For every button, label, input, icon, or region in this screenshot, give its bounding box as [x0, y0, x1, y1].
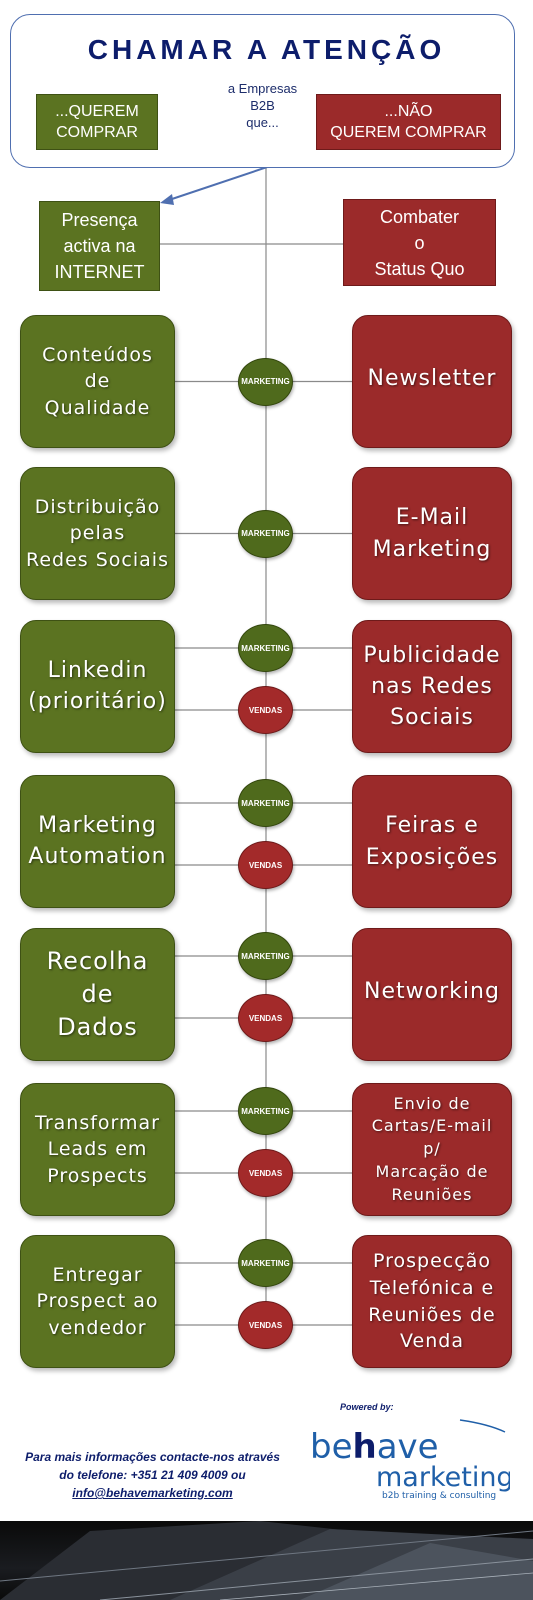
red-card: Networking	[352, 928, 512, 1061]
vendas-badge: VENDAS	[238, 841, 293, 889]
red-card: Newsletter	[352, 315, 512, 448]
card-line: Feiras e	[385, 813, 479, 839]
behave-marketing-logo: behave marketing b2b training & consulti…	[310, 1419, 510, 1501]
card-line: Exposições	[365, 844, 499, 870]
card-line: Envio de	[393, 1093, 471, 1113]
vendas-badge: VENDAS	[238, 1301, 293, 1349]
card-line: Newsletter	[367, 365, 497, 391]
svg-text:b2b training & consulting: b2b training & consulting	[382, 1491, 496, 1501]
page-title: CHAMAR A ATENÇÃO	[87, 34, 446, 65]
header-subtitle: a Empresas B2B que...	[227, 81, 298, 130]
card-line: Reuniões	[391, 1184, 473, 1204]
card-line: E-Mail	[395, 505, 469, 531]
card-line: Publicidade	[363, 642, 501, 668]
marketing-badge: MARKETING	[238, 357, 293, 406]
red-card: Envio de Cartas/E-mail p/Marcação de Reuniõ…	[352, 1083, 512, 1216]
vendas-badge: VENDAS	[238, 686, 293, 734]
card-line: Redes Sociais	[26, 548, 169, 571]
card-line: Sociais	[390, 705, 474, 731]
card-line: Networking	[364, 978, 500, 1004]
svg-text:marketing: marketing	[376, 1462, 510, 1493]
marketing-badge: MARKETING	[238, 624, 293, 672]
card-line: Linkedin	[47, 658, 148, 684]
card-line: Qualidade	[44, 396, 151, 419]
card-line: de	[84, 370, 111, 393]
card-line: Recolha	[46, 946, 149, 975]
email-link[interactable]: info@behavemarketing.com	[72, 1486, 233, 1500]
footer-band	[0, 1521, 533, 1600]
card-line: Cartas/E-mail	[371, 1116, 493, 1136]
card-line: (prioritário)	[28, 688, 167, 714]
card-line: p/	[423, 1139, 441, 1159]
card-line: Marketing	[372, 536, 492, 562]
card-line: Marcação de	[375, 1161, 489, 1181]
vendas-badge: VENDAS	[238, 994, 293, 1042]
card-line: Prospecção	[373, 1249, 491, 1272]
card-line: nas Redes	[371, 673, 493, 699]
marketing-badge: MARKETING	[238, 932, 293, 980]
card-line: Marketing	[38, 813, 157, 839]
card-line: Prospects	[47, 1164, 148, 1187]
vendas-badge: VENDAS	[238, 1149, 293, 1197]
marketing-badge: MARKETING	[238, 1087, 293, 1135]
marketing-badge: MARKETING	[238, 1239, 293, 1287]
card-line: vendedor	[48, 1316, 147, 1339]
svg-text:behave: behave	[310, 1427, 439, 1467]
card-line: Automation	[28, 843, 167, 869]
card-line: Entregar	[52, 1264, 143, 1287]
card-line: Conteúdos	[42, 344, 153, 367]
contact-info: Para mais informações contacte-nos atrav…	[25, 1450, 280, 1500]
card-line: Telefónica e	[369, 1276, 495, 1299]
arrow-head	[160, 194, 174, 205]
card-line: Leads em	[47, 1138, 148, 1161]
card-line: Prospect ao	[36, 1290, 159, 1313]
card-line: Venda	[400, 1330, 464, 1353]
card-line: Dados	[57, 1013, 138, 1042]
card-line: Reuniões de	[368, 1303, 496, 1326]
marketing-badge: MARKETING	[238, 779, 293, 827]
card-line: de	[81, 979, 114, 1008]
card-line: pelas	[69, 522, 126, 545]
powered-by-label: Powered by:	[340, 1402, 394, 1412]
red-card: Feiras e Exposições	[352, 775, 512, 908]
card-line: Distribuição	[34, 496, 161, 519]
marketing-badge: MARKETING	[238, 509, 293, 558]
card-line: Transformar	[35, 1112, 160, 1135]
green-card: Linkedin (prioritário)	[20, 620, 175, 753]
